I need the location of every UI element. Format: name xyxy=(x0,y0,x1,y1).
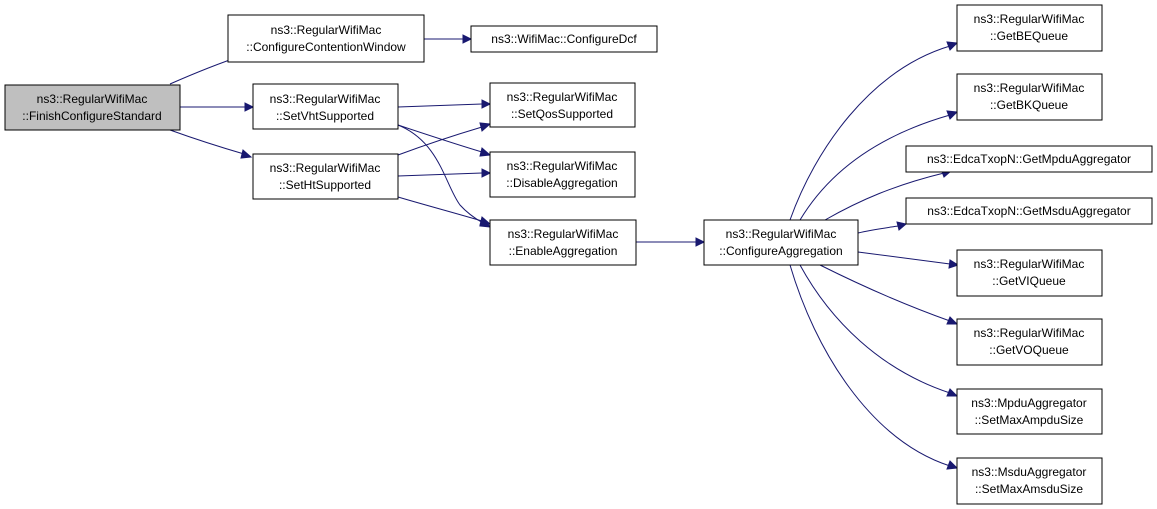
node-get-bk-queue[interactable]: ns3::RegularWifiMac ::GetBKQueue xyxy=(956,73,1103,121)
node-line: ns3::EdcaTxopN::GetMsduAggregator xyxy=(927,204,1130,218)
node-line: ns3::RegularWifiMac xyxy=(271,23,382,37)
node-line: ns3::MsduAggregator xyxy=(972,465,1087,479)
edge-configagg-to-be xyxy=(789,41,959,221)
node-line: ns3::RegularWifiMac xyxy=(974,326,1085,340)
edge-ht-to-enable xyxy=(397,196,492,226)
edge-vht-to-disable xyxy=(397,124,492,157)
node-line: ns3::RegularWifiMac xyxy=(270,161,381,175)
edge-finish-to-vht xyxy=(180,102,255,112)
node-line: ns3::RegularWifiMac xyxy=(507,159,618,173)
node-get-msdu-aggregator[interactable]: ns3::EdcaTxopN::GetMsduAggregator xyxy=(905,197,1153,225)
node-configure-aggregation[interactable]: ns3::RegularWifiMac ::ConfigureAggregati… xyxy=(703,219,859,266)
edge-vht-to-qos xyxy=(397,99,492,109)
node-set-max-ampdu-size[interactable]: ns3::MpduAggregator ::SetMaxAmpduSize xyxy=(956,388,1103,435)
node-set-vht-supported[interactable]: ns3::RegularWifiMac ::SetVhtSupported xyxy=(252,83,399,130)
node-line: ::EnableAggregation xyxy=(509,244,618,258)
edge-configagg-to-vo xyxy=(819,264,959,325)
node-line: ::SetHtSupported xyxy=(279,178,371,192)
edge-ht-to-qos xyxy=(397,122,492,156)
node-line: ns3::RegularWifiMac xyxy=(508,227,619,241)
edge-configagg-to-amsdu xyxy=(789,264,959,470)
node-line: ns3::RegularWifiMac xyxy=(270,92,381,106)
node-line: ::ConfigureAggregation xyxy=(719,244,842,258)
node-configure-contention-window[interactable]: ns3::RegularWifiMac ::ConfigureContentio… xyxy=(227,14,425,63)
node-line: ::SetMaxAmpduSize xyxy=(975,413,1084,427)
node-get-mpdu-aggregator[interactable]: ns3::EdcaTxopN::GetMpduAggregator xyxy=(905,145,1153,173)
node-line: ::GetVIQueue xyxy=(992,274,1066,288)
node-line: ns3::EdcaTxopN::GetMpduAggregator xyxy=(927,152,1131,166)
edge-configagg-to-ampdu xyxy=(799,264,959,397)
edge-configagg-to-msduagg xyxy=(857,221,908,234)
node-line: ns3::RegularWifiMac xyxy=(974,12,1085,26)
node-line: ns3::RegularWifiMac xyxy=(507,90,618,104)
edge-ht-to-disable xyxy=(397,168,492,178)
edge-configagg-to-bk xyxy=(799,110,959,221)
node-disable-aggregation[interactable]: ns3::RegularWifiMac ::DisableAggregation xyxy=(489,151,636,198)
edge-finish-to-ht xyxy=(169,129,253,159)
node-line: ns3::RegularWifiMac xyxy=(974,81,1085,95)
node-line: ::SetQosSupported xyxy=(511,107,613,121)
node-line: ::FinishConfigureStandard xyxy=(22,109,161,123)
node-line: ::SetMaxAmsduSize xyxy=(975,482,1083,496)
node-configure-dcf[interactable]: ns3::WifiMac::ConfigureDcf xyxy=(470,25,658,53)
node-line: ::ConfigureContentionWindow xyxy=(246,40,406,54)
node-set-ht-supported[interactable]: ns3::RegularWifiMac ::SetHtSupported xyxy=(252,153,399,200)
edge-cwin-to-dcf xyxy=(423,34,473,44)
node-get-vo-queue[interactable]: ns3::RegularWifiMac ::GetVOQueue xyxy=(956,318,1103,366)
node-line: ::SetVhtSupported xyxy=(276,109,374,123)
node-line: ns3::WifiMac::ConfigureDcf xyxy=(491,32,637,46)
node-line: ::GetVOQueue xyxy=(989,343,1069,357)
node-line: ::GetBEQueue xyxy=(990,29,1068,43)
node-line: ns3::MpduAggregator xyxy=(971,396,1086,410)
node-get-vi-queue[interactable]: ns3::RegularWifiMac ::GetVIQueue xyxy=(956,249,1103,297)
node-finish-configure-standard[interactable]: ns3::RegularWifiMac ::FinishConfigureSta… xyxy=(4,84,181,131)
node-line: ns3::RegularWifiMac xyxy=(974,257,1085,271)
nodes-layer: ns3::RegularWifiMac ::FinishConfigureSta… xyxy=(4,4,1153,505)
edge-enable-to-configagg xyxy=(635,237,706,247)
edge-configagg-to-vi xyxy=(857,251,960,269)
edges-layer xyxy=(169,34,960,470)
node-line: ns3::RegularWifiMac xyxy=(37,92,148,106)
node-line: ::DisableAggregation xyxy=(506,176,617,190)
node-line: ::GetBKQueue xyxy=(990,98,1068,112)
node-set-max-amsdu-size[interactable]: ns3::MsduAggregator ::SetMaxAmsduSize xyxy=(956,457,1103,505)
node-get-be-queue[interactable]: ns3::RegularWifiMac ::GetBEQueue xyxy=(956,4,1103,52)
node-line: ns3::RegularWifiMac xyxy=(726,227,837,241)
node-set-qos-supported[interactable]: ns3::RegularWifiMac ::SetQosSupported xyxy=(489,82,636,128)
node-enable-aggregation[interactable]: ns3::RegularWifiMac ::EnableAggregation xyxy=(489,219,637,266)
